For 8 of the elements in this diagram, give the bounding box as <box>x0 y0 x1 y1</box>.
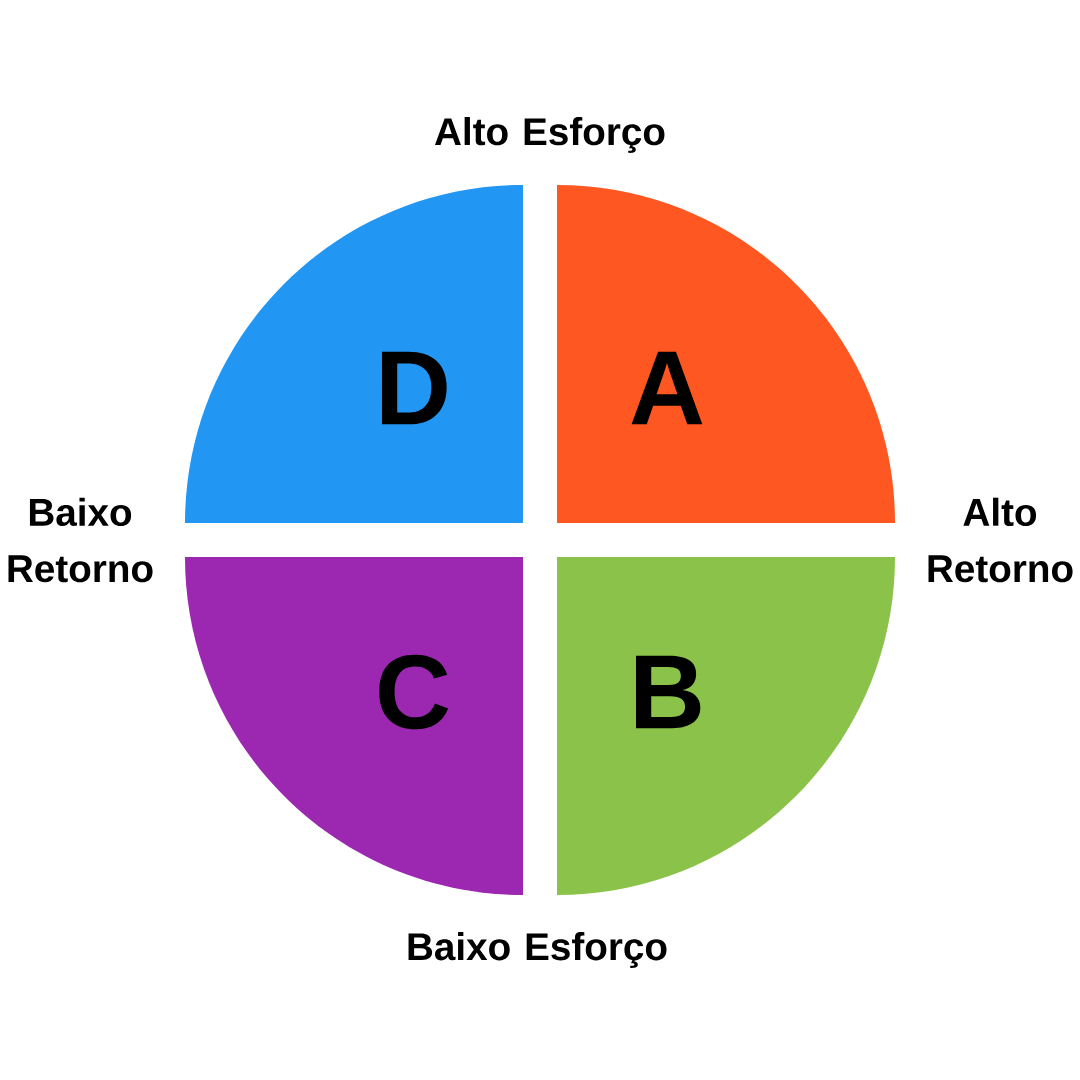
axis-label: Baixo Esforço <box>408 932 667 968</box>
axis-label: Baixo Retorno <box>8 497 153 583</box>
quadrant-sector: D <box>185 185 523 523</box>
quadrant-sector: C <box>185 557 523 895</box>
quadrant-sector: A <box>557 185 895 523</box>
quadrant-sector: B <box>557 557 895 895</box>
axis-label: Alto Esforço <box>434 117 665 153</box>
axis-label: Alto Retorno <box>928 497 1073 583</box>
